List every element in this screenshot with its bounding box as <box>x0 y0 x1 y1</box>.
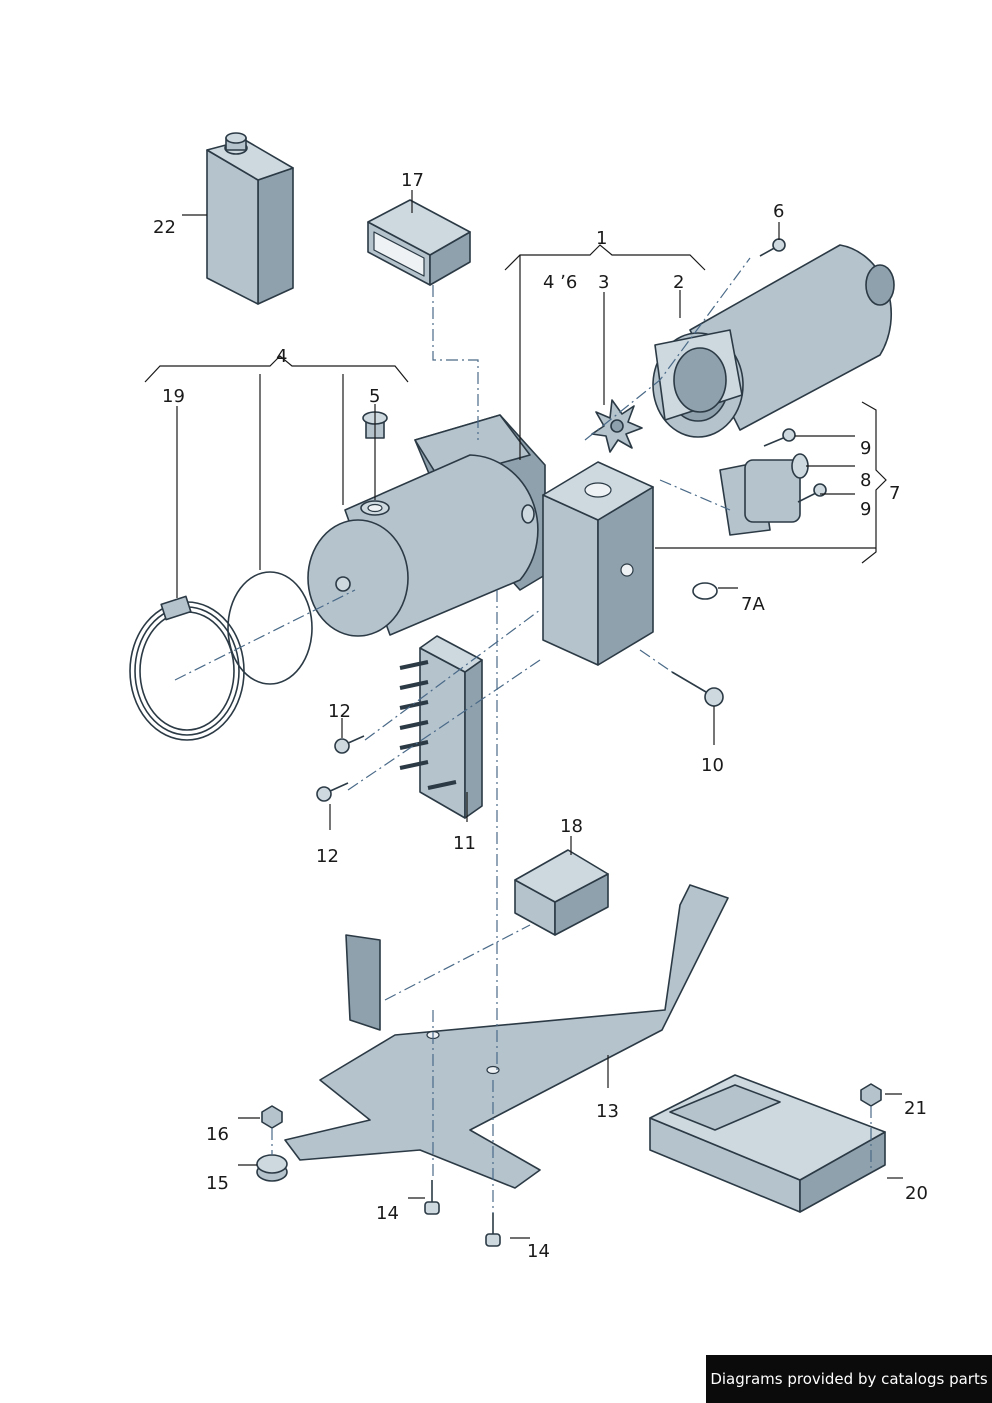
callout-labels: 17 22 1 4 ʼ6 3 2 6 4 5 19 9 8 7 9 7A 12 … <box>153 170 928 1262</box>
credit-banner: Diagrams provided by catalogs parts <box>706 1355 992 1403</box>
part-7a-o-ring[interactable] <box>692 582 718 600</box>
callout-15: 15 <box>206 1173 229 1194</box>
callout-7: 7 <box>889 483 900 504</box>
part-9-screw-upper[interactable] <box>763 428 796 447</box>
part-20-control-unit[interactable] <box>649 1074 886 1213</box>
part-4-hydraulic-unit[interactable] <box>307 414 546 637</box>
part-22-fluid-can[interactable] <box>206 132 294 305</box>
callout-9-lower: 9 <box>860 499 871 520</box>
callout-22: 22 <box>153 217 176 238</box>
callout-8: 8 <box>860 470 871 491</box>
part-16-nut[interactable] <box>261 1105 283 1129</box>
callout-12-lower: 12 <box>316 846 339 867</box>
part-9-screw-lower[interactable] <box>797 483 827 503</box>
callout-20: 20 <box>905 1183 928 1204</box>
part-10-screw[interactable] <box>671 671 724 707</box>
part-3-coupling[interactable] <box>591 399 643 453</box>
part-13-bracket[interactable] <box>284 884 729 1189</box>
callout-6: 6 <box>773 201 784 222</box>
callout-4: 4 <box>276 346 287 367</box>
part-14-bolt-right[interactable] <box>485 1213 501 1247</box>
callout-7a: 7A <box>741 594 765 615</box>
callout-1: 1 <box>596 228 607 249</box>
part-19-hose-clamp[interactable] <box>129 595 245 741</box>
callout-21: 21 <box>904 1098 927 1119</box>
part-2-pump-motor[interactable] <box>652 244 895 438</box>
callout-4-6: 4 ʼ6 <box>543 272 577 293</box>
callout-10: 10 <box>701 755 724 776</box>
part-valve-block[interactable] <box>542 461 654 666</box>
part-12-screw-lower[interactable] <box>316 782 349 802</box>
part-18-relay[interactable] <box>514 849 609 936</box>
assembly-lines <box>174 257 872 1213</box>
callout-14-right: 14 <box>527 1241 550 1262</box>
callout-13: 13 <box>596 1101 619 1122</box>
callout-5: 5 <box>369 386 380 407</box>
part-4-o-ring[interactable] <box>227 571 313 685</box>
part-17-connector[interactable] <box>367 199 471 286</box>
part-8-filter[interactable] <box>719 453 809 536</box>
part-21-nut[interactable] <box>860 1083 882 1107</box>
callout-3: 3 <box>598 272 609 293</box>
callout-14-left: 14 <box>376 1203 399 1224</box>
part-14-bolt-left[interactable] <box>424 1180 440 1215</box>
callout-16: 16 <box>206 1124 229 1145</box>
callout-12-upper: 12 <box>328 701 351 722</box>
part-15-grommet[interactable] <box>256 1154 288 1182</box>
callout-18: 18 <box>560 816 583 837</box>
callout-9-upper: 9 <box>860 438 871 459</box>
part-6-screw[interactable] <box>759 238 786 257</box>
callout-17: 17 <box>401 170 424 191</box>
leader-lines <box>144 190 903 1239</box>
part-12-screw-upper[interactable] <box>334 735 365 754</box>
callout-19: 19 <box>162 386 185 407</box>
callout-2: 2 <box>673 272 684 293</box>
callout-11: 11 <box>453 833 476 854</box>
